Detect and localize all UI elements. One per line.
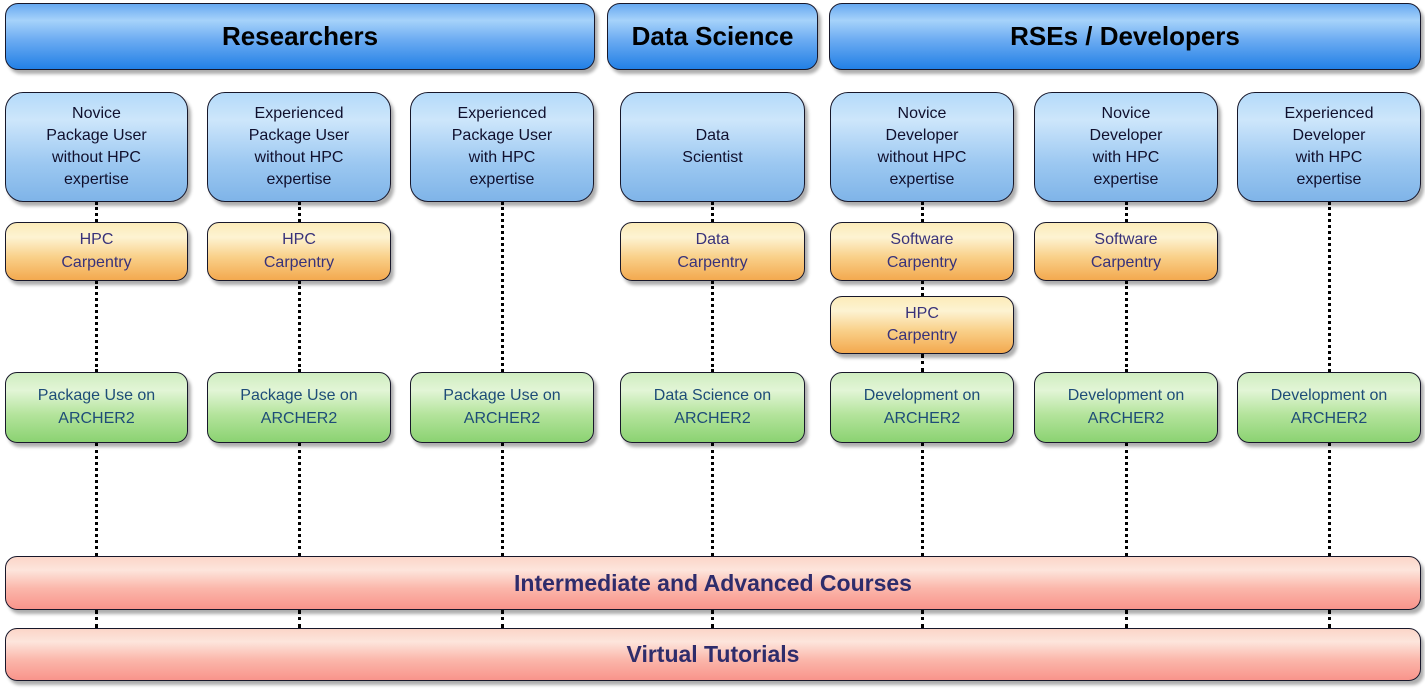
connector-line [1327,610,1331,628]
connector-line [1124,281,1128,372]
connector-line [1327,443,1331,556]
connector-line [94,281,98,372]
connector-line [1327,202,1331,372]
carpentry-label: Software Carpentry [1090,231,1162,271]
connector-line [500,610,504,628]
connector-line [1124,610,1128,628]
persona-novice-developer-with-hpc: Novice Developer with HPC expertise [1034,92,1218,202]
persona-experienced-developer-with-hpc: Experienced Developer with HPC expertise [1237,92,1421,202]
carpentry-label: HPC Carpentry [61,231,132,271]
connector-line [920,202,924,222]
course-package-use-col1: Package Use on ARCHER2 [5,372,188,443]
course-label: Package Use on ARCHER2 [443,387,561,427]
connector-line [1124,202,1128,222]
persona-label: Experienced Developer with HPC expertise [1284,104,1374,189]
persona-experienced-package-user-without-hpc: Experienced Package User without HPC exp… [207,92,391,202]
course-package-use-col2: Package Use on ARCHER2 [207,372,391,443]
carpentry-label: Software Carpentry [886,231,958,271]
carpentry-hpc-col2: HPC Carpentry [207,222,391,281]
course-label: Package Use on ARCHER2 [37,387,156,427]
carpentry-label: HPC Carpentry [886,304,958,344]
header-researchers: Researchers [5,3,595,70]
header-rses-developers-label: RSEs / Developers [1010,21,1240,51]
header-researchers-label: Researchers [221,21,379,51]
course-label: Package Use on ARCHER2 [240,387,358,427]
connector-line [920,610,924,628]
footer-intermediate-advanced-courses: Intermediate and Advanced Courses [5,556,1421,610]
course-development-col5: Development on ARCHER2 [830,372,1014,443]
connector-line [711,281,714,372]
carpentry-hpc-col1: HPC Carpentry [5,222,188,281]
persona-novice-package-user-without-hpc: Novice Package User without HPC expertis… [5,92,188,202]
header-data-science-label: Data Science [631,21,794,51]
course-label: Development on ARCHER2 [863,387,981,427]
carpentry-label: Data Carpentry [677,231,748,271]
connector-line [920,443,924,556]
carpentry-label: HPC Carpentry [263,231,335,271]
connector-line [297,610,301,628]
connector-line [500,443,504,556]
connector-line [711,202,714,222]
connector-line [297,443,301,556]
course-label: Development on ARCHER2 [1270,387,1388,427]
connector-line [297,281,301,372]
connector-line [711,443,714,556]
carpentry-software-col5: Software Carpentry [830,222,1014,281]
course-label: Development on ARCHER2 [1067,387,1185,427]
connector-line [94,443,98,556]
connector-line [1124,443,1128,556]
footer-label: Intermediate and Advanced Courses [514,569,912,596]
persona-label: Experienced Package User with HPC expert… [451,104,553,189]
header-data-science: Data Science [607,3,818,70]
course-data-science-col4: Data Science on ARCHER2 [620,372,805,443]
carpentry-data-col4: Data Carpentry [620,222,805,281]
course-development-col7: Development on ARCHER2 [1237,372,1421,443]
course-development-col6: Development on ARCHER2 [1034,372,1218,443]
carpentry-software-col6: Software Carpentry [1034,222,1218,281]
persona-experienced-package-user-with-hpc: Experienced Package User with HPC expert… [410,92,594,202]
header-rses-developers: RSEs / Developers [829,3,1421,70]
persona-label: Novice Package User without HPC expertis… [46,104,147,189]
connector-line [94,610,98,628]
course-package-use-col3: Package Use on ARCHER2 [410,372,594,443]
connector-line [94,202,98,222]
connector-line [920,354,924,372]
persona-label: Novice Developer without HPC expertise [877,104,967,189]
course-label: Data Science on ARCHER2 [653,387,772,427]
carpentry-hpc-col5-level2: HPC Carpentry [830,296,1014,354]
footer-label: Virtual Tutorials [626,641,800,667]
persona-label: Experienced Package User without HPC exp… [248,104,350,189]
connector-line [920,281,924,296]
persona-data-scientist: Data Scientist [620,92,805,202]
connector-line [500,202,504,372]
persona-label: Novice Developer with HPC expertise [1089,104,1163,189]
persona-label: Data Scientist [682,126,743,166]
connector-line [711,610,714,628]
connector-line [297,202,301,222]
persona-novice-developer-without-hpc: Novice Developer without HPC expertise [830,92,1014,202]
footer-virtual-tutorials: Virtual Tutorials [5,628,1421,681]
